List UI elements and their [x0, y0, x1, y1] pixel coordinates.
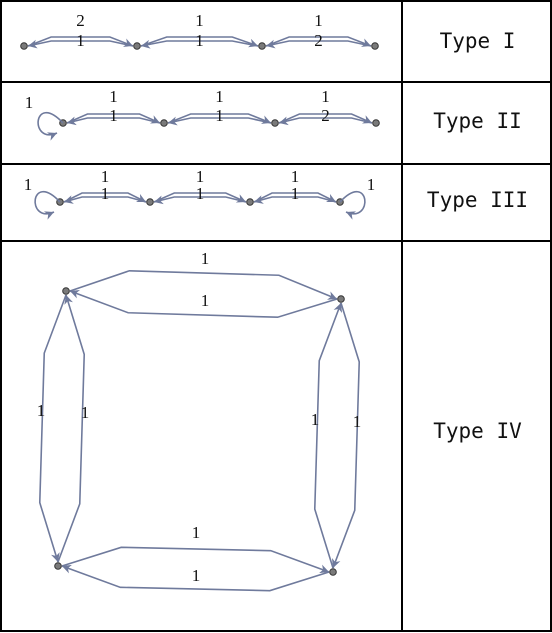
- row3-edge-1-backward: [63, 195, 147, 204]
- row3-node-2: [146, 198, 154, 206]
- row1-node-4: [371, 42, 379, 50]
- row1-edge-2-forward: [140, 36, 259, 48]
- row4-weight-5: 1: [37, 401, 46, 420]
- row4-weight-3: 1: [192, 523, 201, 542]
- row2-edge-3-forward: [278, 113, 373, 124]
- row4-edge-left-up: [57, 294, 86, 563]
- row4-edge-bottom-backward: [61, 564, 330, 592]
- row4-node-bottom-right: [329, 568, 337, 576]
- row1-edge-1-forward: [27, 36, 134, 47]
- row3-weight-6: 1: [291, 184, 300, 203]
- row3-node-3: [246, 198, 254, 206]
- row2-weight-4: 1: [215, 106, 224, 125]
- row4-node-bottom-left: [54, 562, 62, 570]
- row1-edge-3-backward: [265, 39, 372, 49]
- type-label-2: Type II: [433, 109, 522, 133]
- row3-weight-4: 1: [196, 184, 205, 203]
- row3-weight-1: 1: [101, 167, 110, 186]
- row1-node-3: [258, 42, 266, 50]
- row4-edge-right-down: [331, 302, 361, 569]
- row1-weight-5: 1: [314, 11, 323, 30]
- row2-edge-3-backward: [278, 116, 373, 126]
- row4-weight-4: 1: [192, 566, 201, 585]
- row2-weight-6: 2: [321, 106, 330, 125]
- row4-weight-6: 1: [81, 403, 90, 422]
- row4-weight-8: 1: [353, 412, 362, 431]
- type-label-1: Type I: [439, 29, 516, 53]
- row3-self-loop-left: [34, 190, 61, 220]
- row2-loop-weight: 1: [25, 93, 34, 112]
- row3-self-loop-right: [339, 190, 366, 220]
- row3-weight-5: 1: [291, 167, 300, 186]
- row4-edge-bottom-forward: [61, 546, 330, 574]
- row3-edge-2-forward: [153, 192, 247, 203]
- row4-node-top-right: [337, 295, 345, 303]
- row1-node-2: [133, 42, 141, 50]
- row4-weight-7: 1: [311, 410, 320, 429]
- row2-node-4: [372, 119, 380, 127]
- row1-edge-2-backward: [140, 39, 259, 49]
- row2-edge-1-forward: [66, 113, 161, 124]
- row3-loop-weight-left: 1: [24, 175, 33, 194]
- row2-weight-2: 1: [109, 106, 118, 125]
- row4-edge-right-up: [313, 302, 343, 569]
- row2-node-3: [271, 119, 279, 127]
- row2-weight-5: 1: [321, 87, 330, 106]
- row4-weight-1: 1: [201, 249, 210, 268]
- row1-edge-3-forward: [265, 36, 372, 47]
- row4-weight-2: 1: [201, 291, 210, 310]
- row2-node-2: [160, 119, 168, 127]
- type-label-4: Type IV: [433, 419, 522, 443]
- row3-loop-weight-right: 1: [367, 175, 376, 194]
- row1-weight-6: 2: [314, 31, 323, 50]
- row3-weight-3: 1: [196, 167, 205, 186]
- row4-edge-top-forward: [69, 269, 338, 300]
- row4-edge-left-down: [38, 294, 67, 563]
- row2-edge-1-backward: [66, 116, 161, 126]
- row1-weight-4: 1: [195, 31, 204, 50]
- row4-edge-top-backward: [69, 289, 338, 319]
- row3-edge-3-backward: [253, 195, 337, 204]
- type-label-3: Type III: [426, 188, 529, 212]
- row1-weight-2: 1: [76, 31, 85, 50]
- row1-weight-1: 2: [76, 11, 85, 30]
- row2-self-loop: [37, 111, 64, 141]
- row2-weight-1: 1: [109, 87, 118, 106]
- row3-weight-2: 1: [101, 184, 110, 203]
- row4-node-top-left: [62, 287, 70, 295]
- row2-weight-3: 1: [215, 87, 224, 106]
- row2-edge-2-forward: [167, 113, 272, 124]
- row3-edge-2-backward: [153, 195, 247, 205]
- row1-weight-3: 1: [195, 11, 204, 30]
- row2-edge-2-backward: [167, 116, 272, 126]
- row1-node-1: [20, 42, 28, 50]
- row1-edge-1-backward: [27, 39, 134, 49]
